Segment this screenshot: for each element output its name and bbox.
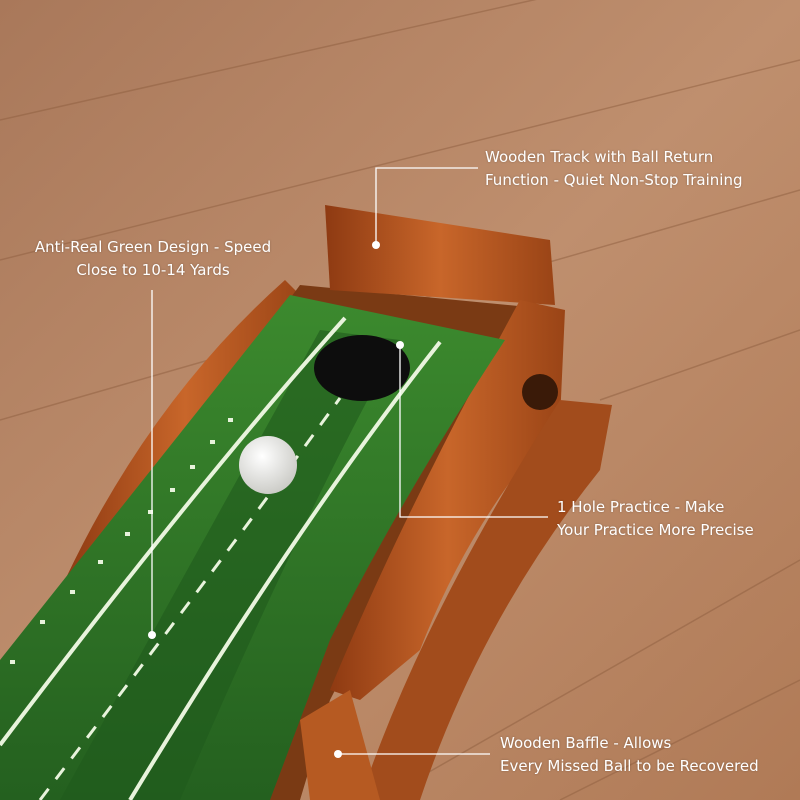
- callout-text: Every Missed Ball to be Recovered: [500, 757, 759, 775]
- callout-hole-practice: 1 Hole Practice - Make Your Practice Mor…: [557, 496, 754, 542]
- wooden-baffle: [300, 690, 380, 800]
- mat-center-lane: [60, 330, 400, 800]
- practice-hole: [314, 335, 410, 401]
- golf-ball: [239, 436, 297, 494]
- callout-text: Wooden Baffle - Allows: [500, 734, 672, 752]
- callout-text: Your Practice More Precise: [557, 521, 754, 539]
- callout-text: Anti-Real Green Design - Speed: [34, 238, 272, 256]
- callout-green-design: Anti-Real Green Design - Speed Close to …: [22, 236, 284, 282]
- callout-text: Close to 10-14 Yards: [76, 261, 230, 279]
- ball-return-hole: [522, 374, 558, 410]
- callout-lines: [151, 167, 548, 755]
- ball-return-channel: [360, 400, 612, 800]
- callout-dots: [148, 241, 404, 758]
- wooden-back-board: [325, 205, 555, 305]
- callout-text: 1 Hole Practice - Make: [557, 498, 725, 516]
- callout-baffle: Wooden Baffle - Allows Every Missed Ball…: [500, 732, 759, 778]
- distance-dots: [10, 418, 233, 664]
- wooden-side-wall: [330, 300, 565, 700]
- callout-text: Function - Quiet Non-Stop Training: [485, 171, 743, 189]
- callout-ball-return: Wooden Track with Ball Return Function -…: [485, 146, 742, 192]
- callout-text: Wooden Track with Ball Return: [485, 148, 714, 166]
